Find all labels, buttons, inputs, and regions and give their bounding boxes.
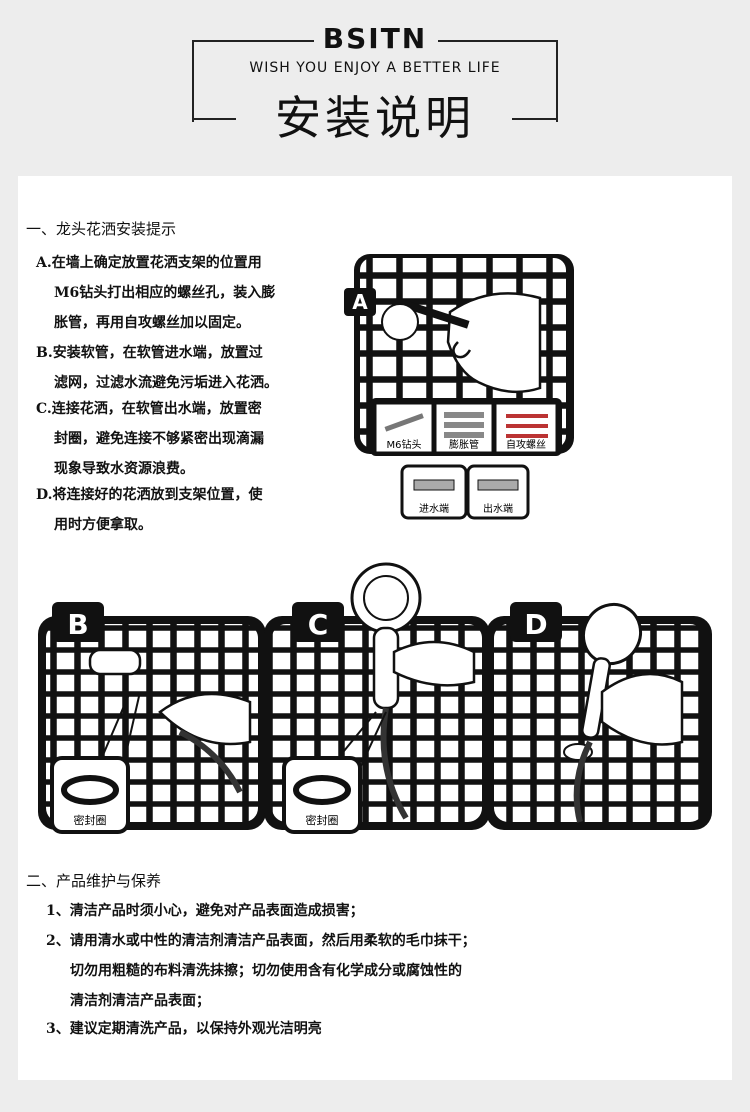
step-d: D.将连接好的花洒放到支架位置，使 用时方便拿取。 xyxy=(36,480,326,540)
hose-inlet-label: 进水端 xyxy=(419,502,449,515)
step-d-line-2: 用时方便拿取。 xyxy=(54,517,152,533)
figure-b-seal-label: 密封圈 xyxy=(74,813,107,827)
seal-ring-icon xyxy=(61,775,119,805)
drill-bit-icon xyxy=(384,413,424,432)
maintenance-item-2: 2、请用清水或中性的清洁剂清洁产品表面，然后用柔软的毛巾抹干； xyxy=(46,933,476,949)
hose-outlet-label: 出水端 xyxy=(483,502,513,515)
figure-d: D xyxy=(486,602,712,830)
figure-c: C 密封圈 xyxy=(264,562,490,834)
header-frame-right xyxy=(438,40,558,122)
step-b: B.安装软管，在软管进水端，放置过 滤网，过滤水流避免污垢进入花洒。 xyxy=(36,338,326,398)
header-frame-right-foot xyxy=(512,118,556,120)
step-b-line-1: B.安装软管，在软管进水端，放置过 xyxy=(36,345,263,361)
figure-c-seal-label: 密封圈 xyxy=(306,813,339,827)
step-a-line-1: A.在墙上确定放置花洒支架的位置用 xyxy=(36,255,262,271)
header-frame-left-foot xyxy=(192,118,236,120)
maintenance-item-2-cont-1: 切勿用粗糙的布料清洗抹擦；切勿使用含有化学成分或腐蚀性的 xyxy=(70,963,462,979)
step-a-line-3: 胀管，再用自攻螺丝加以固定。 xyxy=(54,315,250,331)
hose-inlet-icon xyxy=(413,479,455,491)
maintenance-item-2-cont-2: 清洁剂清洁产品表面； xyxy=(70,993,210,1009)
seal-ring-icon xyxy=(293,775,351,805)
part-anchor: 膨胀管 xyxy=(449,438,479,451)
section-1-heading: 一、龙头花洒安装提示 xyxy=(26,220,177,238)
figure-a-label: A xyxy=(352,290,368,314)
brand-logo: BSITN xyxy=(322,22,428,55)
step-c-line-2: 封圈，避免连接不够紧密出现滴漏 xyxy=(54,431,264,447)
maintenance-item-1: 1、清洁产品时须小心，避免对产品表面造成损害； xyxy=(46,903,364,919)
section-2-heading: 二、产品维护与保养 xyxy=(26,872,162,890)
figure-b: B 密封圈 xyxy=(38,602,266,834)
header: BSITN WISH YOU ENJOY A BETTER LIFE 安装说明 xyxy=(0,0,750,165)
step-c-line-3: 现象导致水资源浪费。 xyxy=(54,461,194,477)
figure-c-label: C xyxy=(308,608,329,641)
step-c: C.连接花洒，在软管出水端，放置密 封圈，避免连接不够紧密出现滴漏 现象导致水资… xyxy=(36,394,326,484)
screw-icon xyxy=(506,414,548,438)
step-d-line-1: D.将连接好的花洒放到支架位置，使 xyxy=(36,487,263,503)
step-c-line-1: C.连接花洒，在软管出水端，放置密 xyxy=(36,401,262,417)
anchor-icon xyxy=(444,412,484,438)
figure-d-label: D xyxy=(524,608,547,641)
figure-a: A M6钻头 膨胀管 自攻螺丝 进水端 出水端 xyxy=(344,254,574,520)
shower-head-icon xyxy=(350,562,422,634)
header-frame-left xyxy=(192,40,314,122)
figure-b-label: B xyxy=(67,608,88,641)
tagline: WISH YOU ENJOY A BETTER LIFE xyxy=(249,60,501,76)
figures-bcd: B 密封圈 C 密封圈 D xyxy=(38,562,712,834)
maintenance-item-3: 3、建议定期清洗产品，以保持外观光洁明亮 xyxy=(46,1021,322,1037)
part-drill-bit: M6钻头 xyxy=(387,438,422,451)
part-screw: 自攻螺丝 xyxy=(506,438,546,451)
hose-outlet-icon xyxy=(477,479,519,491)
step-b-line-2: 滤网，过滤水流避免污垢进入花洒。 xyxy=(54,375,278,391)
step-a-line-2: M6钻头打出相应的螺丝孔，装入膨 xyxy=(54,285,276,301)
page-title: 安装说明 xyxy=(275,91,475,145)
step-a: A.在墙上确定放置花洒支架的位置用 M6钻头打出相应的螺丝孔，装入膨 胀管，再用… xyxy=(36,248,326,338)
